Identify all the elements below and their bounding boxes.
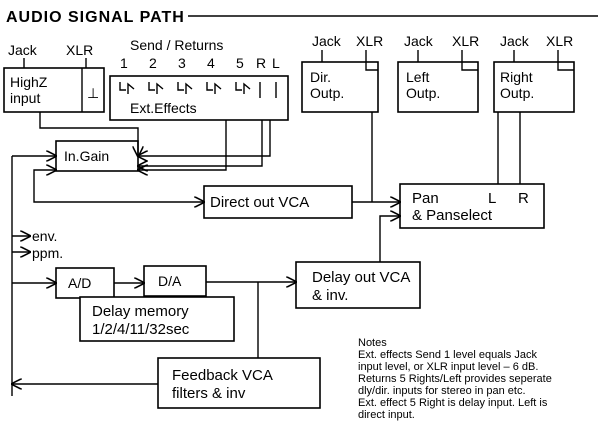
notes-line-5: Ext. effect 5 Right is delay input. Left… bbox=[358, 397, 548, 409]
output-left: Jack XLR Left Outp. bbox=[397, 33, 479, 113]
dir-out-jack-label: Jack bbox=[312, 33, 342, 49]
notes-line-3: Returns 5 Rights/Left provides seperate bbox=[358, 373, 552, 385]
right-out-label-line1: Right bbox=[500, 69, 533, 85]
delay-memory-label-line2: 1/2/4/11/32sec bbox=[92, 321, 190, 338]
output-right: Jack XLR Right Outp. bbox=[493, 33, 575, 113]
return-label-r: R bbox=[256, 55, 266, 71]
pan-label: Pan bbox=[412, 190, 439, 207]
ppm-label: ppm. bbox=[32, 245, 63, 261]
feedback-label-line2: filters & inv bbox=[172, 385, 246, 402]
highz-input-box bbox=[3, 67, 105, 113]
delay-memory-label-line1: Delay memory bbox=[92, 303, 189, 320]
panselect-label: & Panselect bbox=[412, 207, 493, 224]
feedback-label-line1: Feedback VCA bbox=[172, 367, 273, 384]
ad-label: A/D bbox=[68, 275, 91, 291]
highz-label-line1: HighZ bbox=[10, 74, 48, 90]
left-out-label-line1: Left bbox=[406, 69, 429, 85]
direct-out-vca-label: Direct out VCA bbox=[210, 194, 309, 211]
right-out-jack-label: Jack bbox=[500, 33, 530, 49]
notes-line-1: Ext. effects Send 1 level equals Jack bbox=[358, 349, 537, 361]
delay-memory-box bbox=[79, 296, 235, 342]
env-label: env. bbox=[32, 228, 57, 244]
left-out-xlr-label: XLR bbox=[452, 33, 479, 49]
ext-effects-label: Ext.Effects bbox=[130, 100, 197, 116]
feedback-vca-box bbox=[157, 357, 321, 409]
highz-label-line2: input bbox=[10, 90, 40, 106]
left-out-jack-label: Jack bbox=[404, 33, 434, 49]
in-gain-box bbox=[55, 140, 139, 172]
pan-panselect-box bbox=[399, 183, 545, 229]
in-gain-label: In.Gain bbox=[64, 148, 109, 164]
right-out-label-line2: Outp. bbox=[500, 85, 534, 101]
diagram-title: AUDIO SIGNAL PATH bbox=[6, 9, 185, 26]
send-number-3: 3 bbox=[178, 55, 186, 71]
notes-line-2: input level, or XLR input level – 6 dB. bbox=[358, 361, 538, 373]
dir-out-label-line2: Outp. bbox=[310, 85, 344, 101]
xlr-stub-glyph: ⊥ bbox=[87, 85, 99, 101]
direct-out-vca-box bbox=[203, 185, 353, 219]
pan-r-label: R bbox=[518, 190, 529, 207]
send-returns-header: Send / Returns bbox=[130, 37, 223, 53]
ad-box bbox=[55, 267, 115, 299]
notes-heading: Notes bbox=[358, 337, 387, 349]
pan-l-label: L bbox=[488, 190, 496, 207]
send-number-4: 4 bbox=[207, 55, 215, 71]
input-jack-label: Jack bbox=[8, 42, 38, 58]
send-number-2: 2 bbox=[149, 55, 157, 71]
send-number-1: 1 bbox=[120, 55, 128, 71]
ext-effects-box bbox=[109, 75, 289, 121]
delay-out-label-line1: Delay out VCA bbox=[312, 269, 410, 286]
send-return-jacks bbox=[119, 82, 277, 98]
dir-out-xlr-label: XLR bbox=[356, 33, 383, 49]
dir-out-label-line1: Dir. bbox=[310, 69, 331, 85]
delay-out-vca-box bbox=[295, 261, 421, 309]
connection-lines bbox=[12, 112, 521, 396]
left-out-label-line2: Outp. bbox=[406, 85, 440, 101]
da-label: D/A bbox=[158, 273, 182, 289]
send-number-5: 5 bbox=[236, 55, 244, 71]
return-label-l: L bbox=[272, 55, 280, 71]
input-xlr-label: XLR bbox=[66, 42, 93, 58]
right-out-xlr-label: XLR bbox=[546, 33, 573, 49]
output-dir: Jack XLR Dir. Outp. bbox=[301, 33, 383, 113]
notes-line-6: direct input. bbox=[358, 409, 415, 421]
delay-out-label-line2: & inv. bbox=[312, 287, 348, 304]
notes-line-4: dly/dir. inputs for stereo in pan etc. bbox=[358, 385, 526, 397]
